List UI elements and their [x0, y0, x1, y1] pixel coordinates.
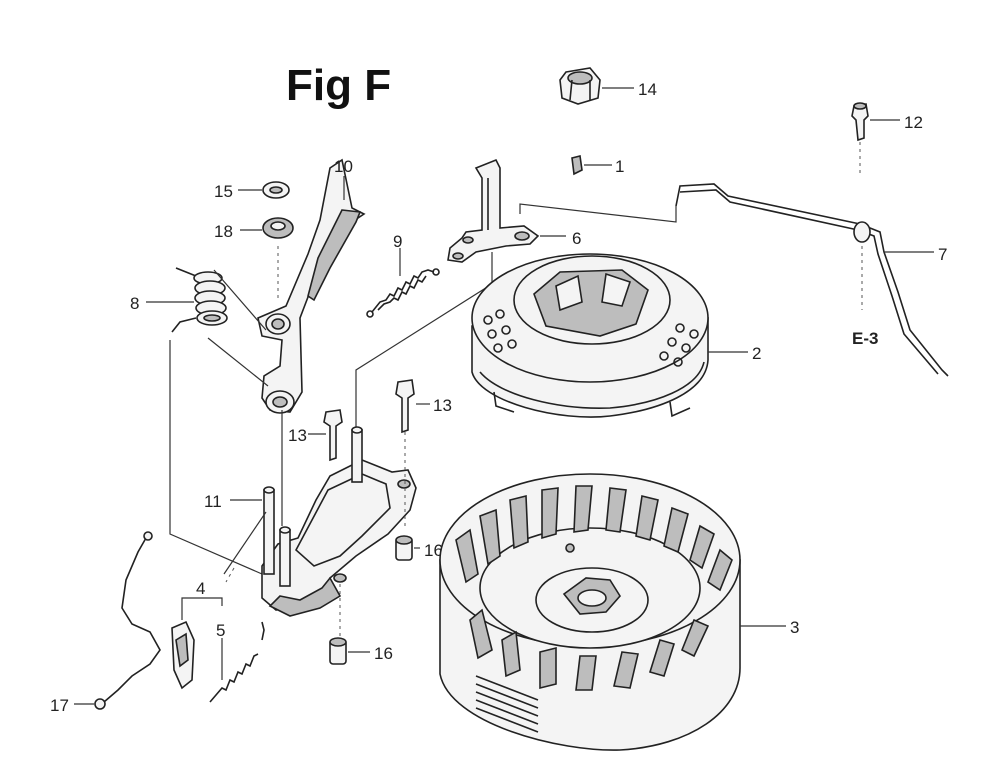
leader-4 — [181, 597, 223, 620]
dash-5 — [225, 567, 235, 583]
part-11-control-plate — [261, 426, 417, 617]
vent-grille — [475, 675, 539, 733]
reference-label: E-3 — [852, 329, 878, 348]
part-15-clip — [262, 181, 290, 199]
callout-11: 11 — [204, 492, 222, 511]
callout-18: 18 — [214, 222, 233, 241]
part-13-bolt-left — [323, 409, 343, 462]
part-16-collar-upper — [395, 535, 413, 561]
link-11 — [223, 511, 267, 575]
part-17-wire — [94, 531, 161, 710]
cooling-fins — [455, 485, 733, 691]
part-3-flywheel — [439, 473, 741, 751]
link-8b — [207, 337, 269, 387]
part-6-governor-arm — [447, 158, 540, 263]
part-13-bolt-right — [395, 379, 415, 434]
part-12-screw — [851, 102, 869, 142]
callout-17: 17 — [50, 696, 69, 715]
callout-13-right: 13 — [433, 396, 452, 415]
part-9-spring — [366, 268, 440, 318]
figure-title: Fig F — [286, 61, 391, 110]
callout-16-lower: 16 — [374, 644, 393, 663]
callout-12: 12 — [904, 113, 923, 132]
callout-9: 9 — [393, 232, 402, 251]
callout-13-left: 13 — [288, 426, 307, 445]
part-1-key — [571, 155, 583, 176]
callout-15: 15 — [214, 182, 233, 201]
callout-16-upper: 16 — [424, 541, 443, 560]
callout-5: 5 — [216, 621, 225, 640]
part-16-collar-lower — [329, 637, 347, 665]
part-10-lever — [257, 158, 366, 414]
callout-3: 3 — [790, 618, 799, 637]
link-6-7 — [519, 203, 677, 223]
callout-14: 14 — [638, 80, 657, 99]
vent-holes — [483, 309, 699, 367]
callout-4: 4 — [196, 579, 205, 598]
part-18-washer — [262, 217, 294, 239]
link-6-plate — [355, 252, 493, 430]
part-14-nut — [559, 67, 601, 105]
callout-7: 7 — [938, 245, 947, 264]
part-5-spring — [209, 621, 265, 703]
callout-8: 8 — [130, 294, 139, 313]
callout-1: 1 — [615, 157, 624, 176]
part-8-coil-spring — [171, 267, 228, 333]
part-4-stop-switch — [171, 620, 195, 690]
part-2-starter-cup — [471, 253, 709, 418]
callout-6: 6 — [572, 229, 581, 248]
link-8a — [169, 340, 263, 575]
callout-10: 10 — [334, 157, 353, 176]
link-8c — [213, 269, 267, 331]
part-7-rod — [675, 183, 949, 377]
callout-2: 2 — [752, 344, 761, 363]
